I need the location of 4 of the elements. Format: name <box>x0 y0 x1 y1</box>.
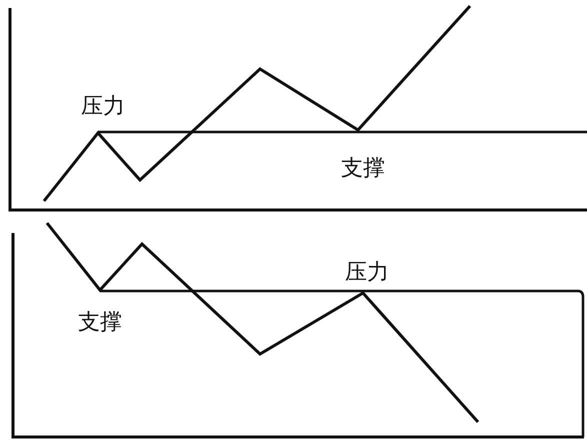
line-label: 压力 <box>81 94 125 118</box>
line-label: 支撑 <box>341 156 385 180</box>
line-label: 压力 <box>345 260 389 284</box>
line-label: 支撑 <box>78 310 122 334</box>
